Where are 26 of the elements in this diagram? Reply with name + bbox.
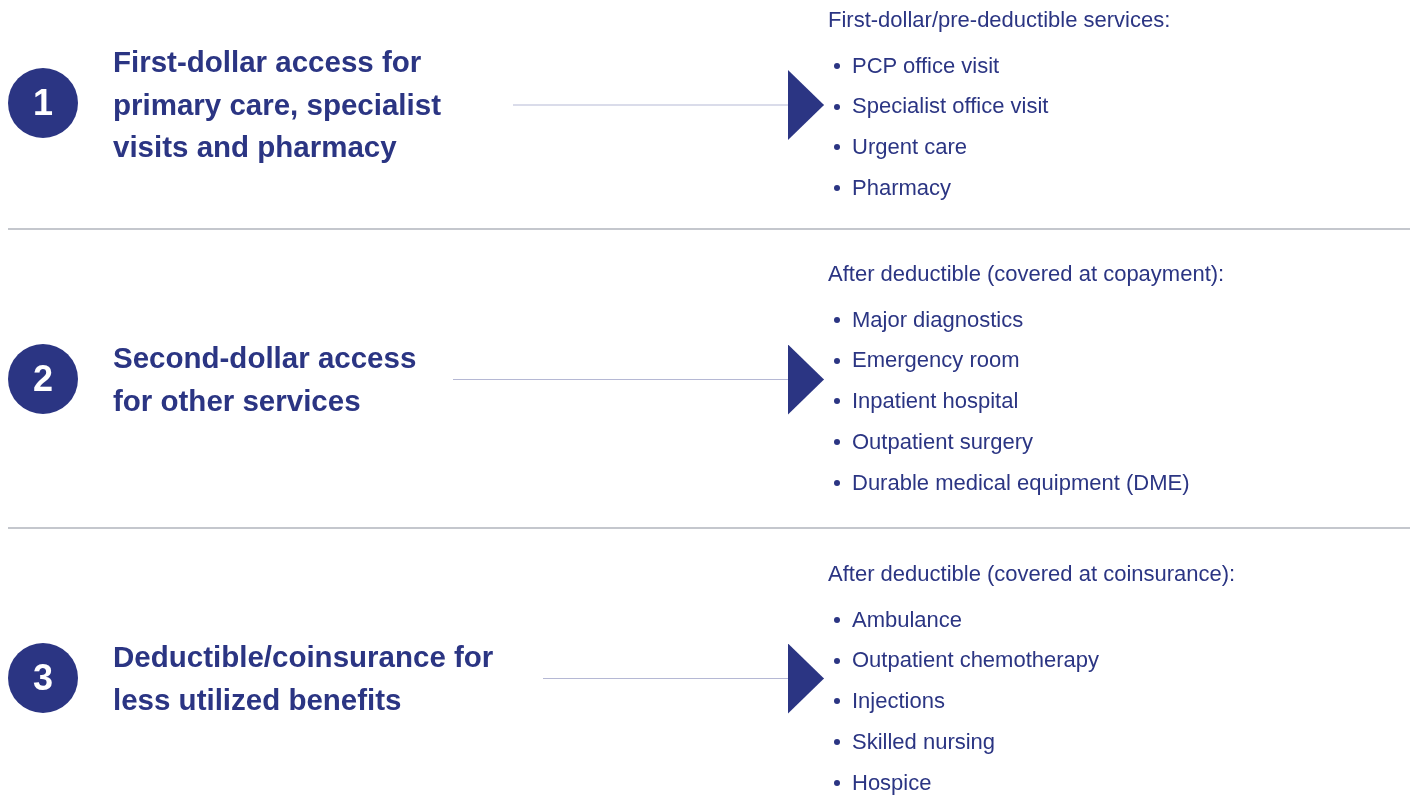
number-circle: 2: [8, 344, 78, 414]
list-item: Pharmacy: [852, 173, 952, 202]
list-item: Injections: [852, 687, 945, 716]
number-circle: 3: [8, 643, 78, 713]
list-item: Urgent care: [852, 133, 967, 162]
row-heading: Second-dollar access for other services: [113, 341, 417, 417]
arrow: [452, 344, 825, 415]
arrow: [542, 643, 825, 714]
list-item: Durable medical equipment (DME): [852, 468, 1190, 497]
list-item: Outpatient surgery: [852, 427, 1033, 456]
list-item: Specialist office visit: [852, 92, 1049, 121]
list-item: PCP office visit: [852, 51, 1000, 80]
list-item: Ambulance: [852, 605, 963, 634]
row-heading: Deductible/coinsurance for less utilized benefits: [113, 640, 494, 716]
list-heading: First-dollar/pre-deductible services:: [828, 6, 1171, 34]
row-heading: First-dollar access for primary care, specialist visits and pharmacy: [113, 45, 441, 163]
list-heading: After deductible (covered at copayment):: [828, 260, 1225, 288]
list-item: Skilled nursing: [852, 727, 996, 756]
arrow: [512, 70, 825, 140]
list-item: Hospice: [852, 768, 932, 796]
list-item: Inpatient hospital: [852, 387, 1019, 416]
list-item: Major diagnostics: [852, 305, 1024, 334]
number-circle: 1: [8, 68, 78, 138]
list-heading: After deductible (covered at coinsurance):: [828, 560, 1236, 588]
list-item: Emergency room: [852, 346, 1020, 375]
list-item: Outpatient chemotherapy: [852, 646, 1100, 675]
